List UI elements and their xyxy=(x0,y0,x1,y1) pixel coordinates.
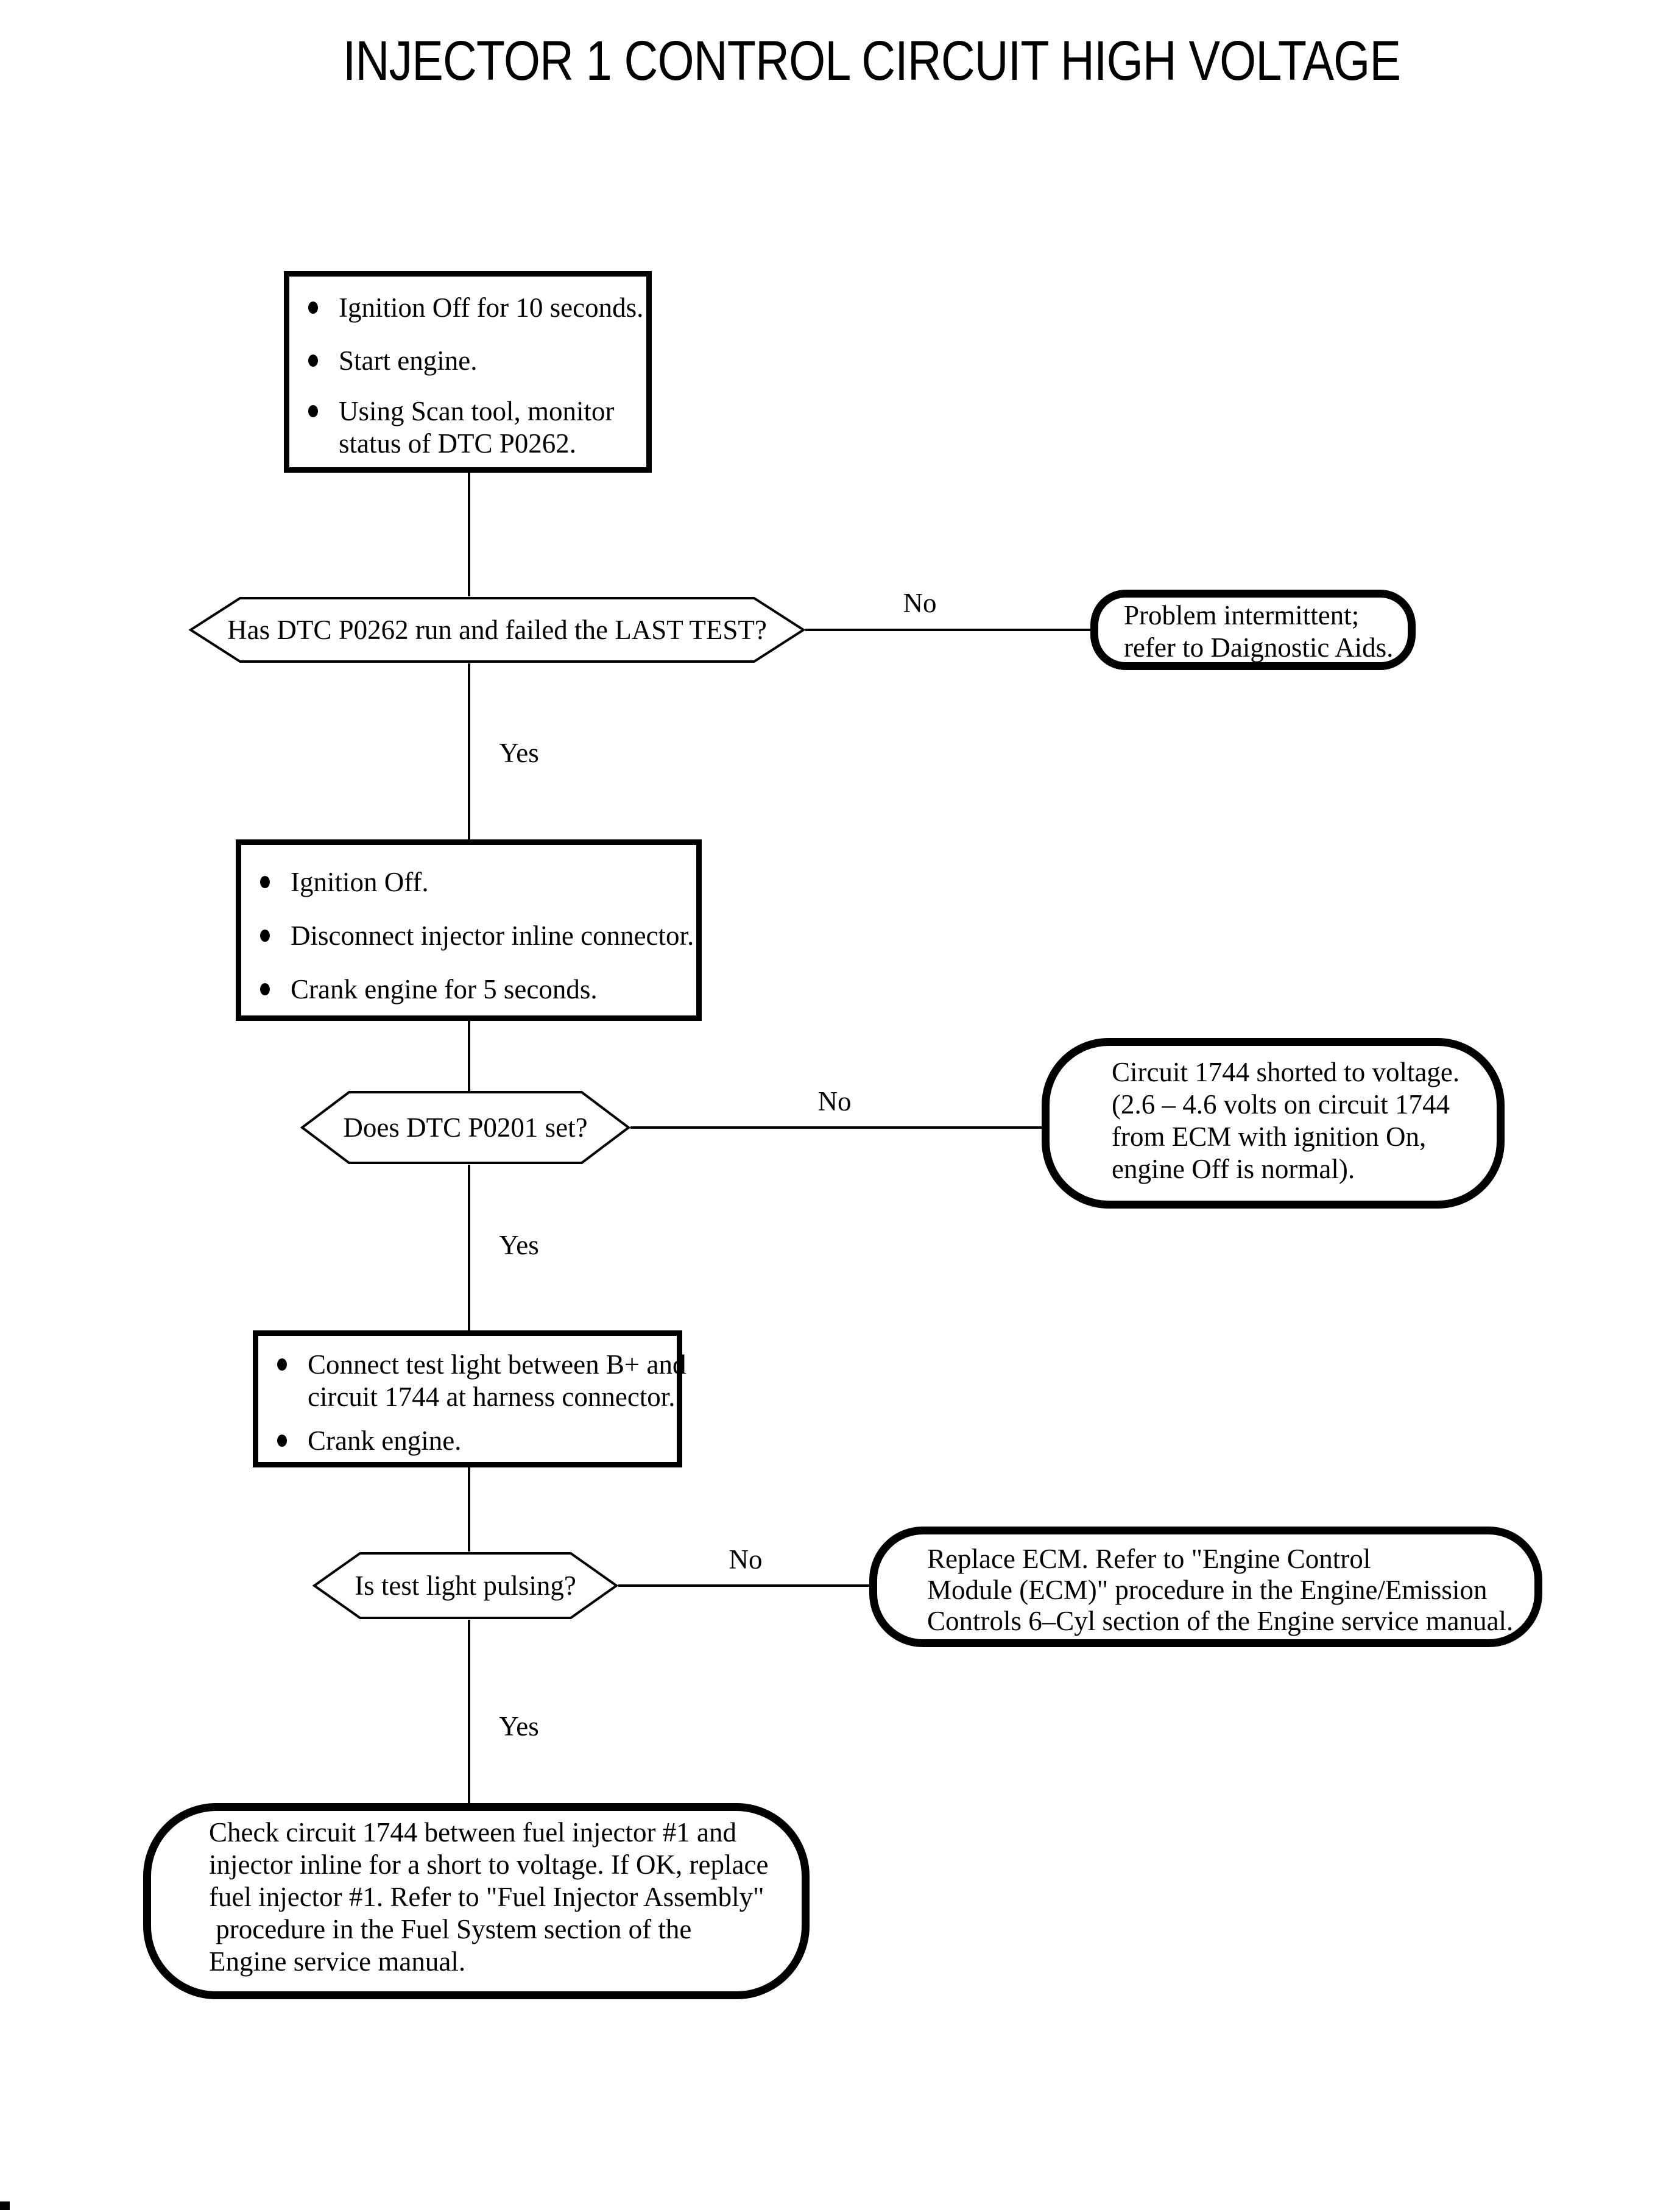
connector-line xyxy=(805,629,1090,631)
connector-line xyxy=(618,1584,869,1587)
answer-text: Controls 6–Cyl section of the Engine ser… xyxy=(927,1606,1514,1636)
answer-text: Module (ECM)" procedure in the Engine/Em… xyxy=(927,1575,1488,1605)
bullet-icon xyxy=(260,983,270,995)
decision-3: Is test light pulsing? xyxy=(312,1552,618,1620)
terminal-text: fuel injector #1. Refer to "Fuel Injecto… xyxy=(209,1882,764,1912)
page-title: INJECTOR 1 CONTROL CIRCUIT HIGH VOLTAGE xyxy=(242,29,1501,93)
action-box-1: Ignition Off for 10 seconds. Start engin… xyxy=(284,271,652,473)
bullet-text: Start engine. xyxy=(339,345,478,376)
bullet-text: Disconnect injector inline connector. xyxy=(291,920,694,951)
bullet-icon xyxy=(308,355,318,367)
bullet-item: Ignition Off. xyxy=(260,866,429,898)
connector-line xyxy=(468,1165,470,1330)
answer-text: Circuit 1744 shorted to voltage. xyxy=(1112,1057,1460,1087)
action-box-2: Ignition Off. Disconnect injector inline… xyxy=(236,839,702,1021)
decision-3-text: Is test light pulsing? xyxy=(355,1570,576,1601)
bullet-item: Start engine. xyxy=(308,345,477,377)
bullet-item: Using Scan tool, monitor status of DTC P… xyxy=(308,395,614,460)
decision-2-text: Does DTC P0201 set? xyxy=(343,1112,588,1143)
terminal-text: injector inline for a short to voltage. … xyxy=(209,1849,769,1880)
hexagon-shape xyxy=(189,597,805,663)
connector-line xyxy=(468,663,470,839)
bullet-icon xyxy=(308,302,318,314)
bullet-text: Ignition Off for 10 seconds. xyxy=(339,292,644,323)
bullet-icon xyxy=(260,930,270,942)
decision-2: Does DTC P0201 set? xyxy=(300,1090,630,1165)
hexagon-shape xyxy=(300,1091,630,1164)
bullet-item: Crank engine for 5 seconds. xyxy=(260,973,598,1006)
bullet-icon xyxy=(308,405,318,417)
bullet-item: Connect test light between B+ and circui… xyxy=(277,1349,686,1413)
answer-text: from ECM with ignition On, xyxy=(1112,1121,1427,1152)
hexagon-shape xyxy=(312,1552,618,1619)
answer-box-3: Replace ECM. Refer to "Engine Control Mo… xyxy=(869,1527,1542,1647)
terminal-text: Engine service manual. xyxy=(209,1946,466,1977)
action-box-3: Connect test light between B+ and circui… xyxy=(253,1330,686,1467)
scan-artifact xyxy=(0,2201,10,2210)
bullet-text: Ignition Off. xyxy=(291,867,429,897)
bullet-text: Crank engine for 5 seconds. xyxy=(291,974,598,1004)
bullet-icon xyxy=(260,876,270,888)
yes-label-3: Yes xyxy=(499,1711,539,1742)
answer-text: engine Off is normal). xyxy=(1112,1154,1355,1184)
bullet-item: Disconnect injector inline connector. xyxy=(260,920,694,952)
bullet-item: Ignition Off for 10 seconds. xyxy=(308,292,643,324)
connector-line xyxy=(468,473,470,596)
answer-text: Problem intermittent; xyxy=(1124,600,1360,630)
bullet-text: Crank engine. xyxy=(308,1425,462,1456)
no-label-1: No xyxy=(903,588,937,618)
decision-1: Has DTC P0262 run and failed the LAST TE… xyxy=(189,596,805,663)
bullet-icon xyxy=(277,1435,287,1447)
page-title-text: INJECTOR 1 CONTROL CIRCUIT HIGH VOLTAGE xyxy=(342,30,1401,92)
connector-line xyxy=(630,1126,1042,1129)
bullet-icon xyxy=(277,1358,287,1371)
decision-1-text: Has DTC P0262 run and failed the LAST TE… xyxy=(227,615,767,645)
yes-label-2: Yes xyxy=(499,1230,539,1260)
answer-box-1: Problem intermittent; refer to Daignosti… xyxy=(1090,590,1416,670)
terminal-box: Check circuit 1744 between fuel injector… xyxy=(143,1803,810,1999)
answer-text: refer to Daignostic Aids. xyxy=(1124,632,1394,663)
connector-line xyxy=(468,1021,470,1095)
answer-text: Replace ECM. Refer to "Engine Control xyxy=(927,1544,1371,1574)
bullet-text: Using Scan tool, monitor xyxy=(339,396,615,426)
bullet-text: circuit 1744 at harness connector. xyxy=(308,1382,676,1412)
yes-label-1: Yes xyxy=(499,738,539,768)
no-label-3: No xyxy=(729,1544,763,1575)
connector-line xyxy=(468,1620,470,1803)
connector-line xyxy=(468,1467,470,1552)
bullet-text: status of DTC P0262. xyxy=(339,428,577,459)
terminal-text: procedure in the Fuel System section of … xyxy=(209,1914,692,1944)
answer-text: (2.6 – 4.6 volts on circuit 1744 xyxy=(1112,1089,1450,1120)
bullet-text: Connect test light between B+ and xyxy=(308,1349,686,1380)
terminal-text: Check circuit 1744 between fuel injector… xyxy=(209,1817,736,1848)
bullet-item: Crank engine. xyxy=(277,1425,461,1457)
no-label-2: No xyxy=(817,1086,852,1117)
answer-box-2: Circuit 1744 shorted to voltage. (2.6 – … xyxy=(1042,1038,1505,1209)
